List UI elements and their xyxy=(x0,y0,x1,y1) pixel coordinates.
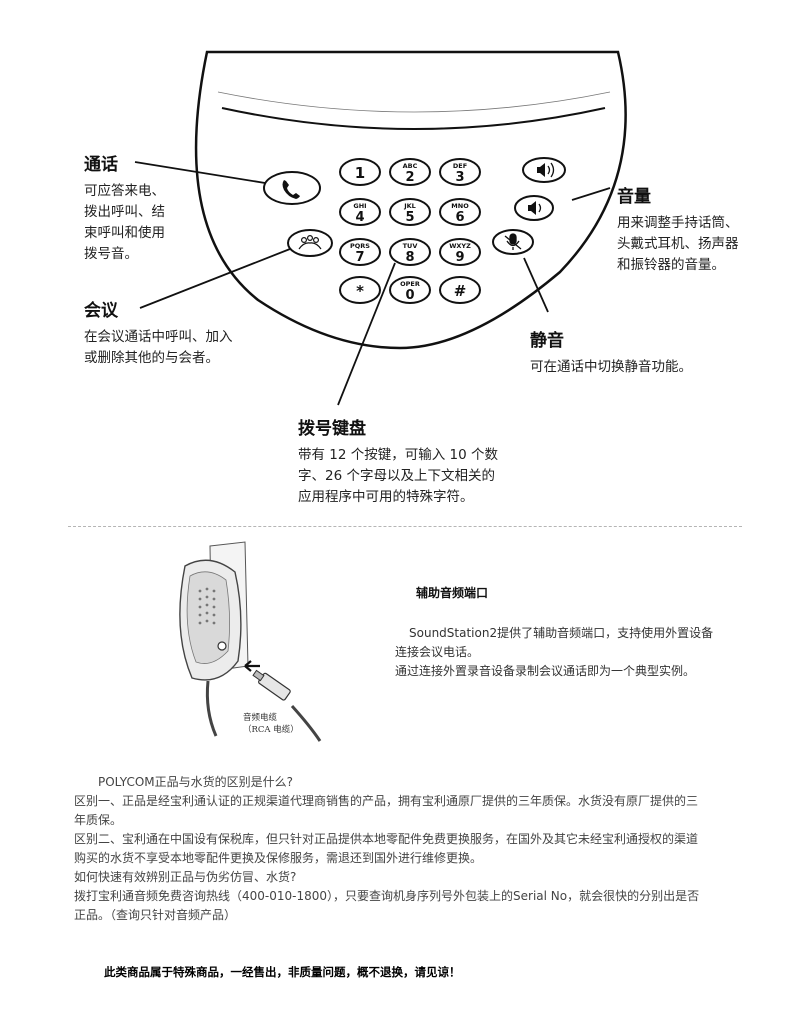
insert-arrow xyxy=(244,660,260,672)
keypad-key-digit: 6 xyxy=(455,210,464,225)
call-callout: 通话 可应答来电、 拨出呼叫、结 束呼叫和使用 拨号音。 xyxy=(84,150,165,265)
aux-port-line3: 通过连接外置录音设备录制会议通话即为一个典型实例。 xyxy=(395,664,696,678)
keypad-key-digit: 2 xyxy=(405,170,414,185)
volume-callout-title: 音量 xyxy=(617,187,651,207)
keypad-key-pound[interactable]: # xyxy=(439,276,481,304)
speaker-volume-down-icon xyxy=(528,201,542,215)
call-callout-title: 通话 xyxy=(84,155,118,175)
conference-callout: 会议 在会议通话中呼叫、加入 或删除其他的与会者。 xyxy=(84,296,233,369)
mute-button[interactable] xyxy=(492,229,534,255)
how-to-identify: 如何快速有效辨别正品与伪劣仿冒、水货? xyxy=(74,870,297,884)
keypad-key-digit: # xyxy=(454,282,467,300)
phone-handset-icon xyxy=(282,180,300,199)
call-callout-body: 可应答来电、 拨出呼叫、结 束呼叫和使用 拨号音。 xyxy=(84,183,165,262)
cable-label-line2: （RCA 电缆） xyxy=(243,725,299,735)
keypad-key-digit: 8 xyxy=(405,250,414,265)
keypad-callout-body: 带有 12 个按键，可输入 10 个数 字、26 个字母以及上下文相关的 应用程… xyxy=(298,447,499,505)
mute-callout: 静音 可在通话中切换静音功能。 xyxy=(530,326,692,378)
aux-port-line2: 连接会议电话。 xyxy=(395,645,480,659)
keypad-key-letters: PQRS xyxy=(350,242,370,250)
volume-callout: 音量 用来调整手持话筒、 头戴式耳机、扬声器 和振铃器的音量。 xyxy=(617,182,739,276)
keypad-key-digit: 3 xyxy=(455,170,464,185)
difference-two-line1: 区别二、宝利通在中国设有保税库，但只针对正品提供本地零配件免费更换服务，在国外及… xyxy=(74,832,699,846)
keypad-key-letters: OPER xyxy=(400,280,420,288)
hotline-line1: 拨打宝利通音频免费咨询热线（400-010-1800），只要查询机身序列号外包装… xyxy=(74,889,700,903)
hotline-line2: 正品。（查询只针对音频产品） xyxy=(74,908,237,922)
volume-callout-body: 用来调整手持话筒、 头戴式耳机、扬声器 和振铃器的音量。 xyxy=(617,215,739,273)
keypad-callout-title: 拨号键盘 xyxy=(298,419,366,439)
keypad-key-letters: WXYZ xyxy=(449,242,471,250)
keypad-key-letters: JKL xyxy=(403,202,416,210)
conference-people-icon xyxy=(298,235,322,250)
microphone-mute-icon xyxy=(504,233,522,250)
keypad-key-letters: MNO xyxy=(451,202,469,210)
authenticity-question: POLYCOM正品与水货的区别是什么? xyxy=(98,775,293,789)
keypad-key-letters: ABC xyxy=(403,162,418,170)
call-button[interactable] xyxy=(263,171,321,205)
conference-callout-body: 在会议通话中呼叫、加入 或删除其他的与会者。 xyxy=(84,329,233,366)
aux-port-line1: SoundStation2提供了辅助音频端口，支持使用外置设备 xyxy=(409,626,714,640)
conference-leader-line xyxy=(139,248,291,309)
mute-callout-body: 可在通话中切换静音功能。 xyxy=(530,359,692,375)
keypad-key-digit: 1 xyxy=(355,164,365,182)
difference-two-line2: 购买的水货不享受本地零配件更换及保修服务，需退还到国外进行维修更换。 xyxy=(74,851,483,865)
speaker-volume-up-icon xyxy=(537,162,555,178)
keypad-key-digit: 0 xyxy=(405,288,414,303)
volume-leader-line xyxy=(571,187,611,201)
mute-callout-title: 静音 xyxy=(530,331,564,351)
no-return-notice: 此类商品属于特殊商品，一经售出，非质量问题，概不退换，请见谅！ xyxy=(104,965,461,979)
keypad-key-letters: GHI xyxy=(353,202,366,210)
keypad-key-digit: 4 xyxy=(355,210,364,225)
aux-port-description: SoundStation2提供了辅助音频端口，支持使用外置设备 连接会议电话。 … xyxy=(395,624,755,681)
authenticity-section: POLYCOM正品与水货的区别是什么? 区别一、正品是经宝利通认证的正规渠道代理… xyxy=(74,773,754,925)
keypad-key-letters: DEF xyxy=(453,162,467,170)
keypad-key-1[interactable]: 1 xyxy=(339,158,381,186)
keypad-key-digit: 5 xyxy=(405,210,414,225)
keypad-key-star[interactable]: * xyxy=(339,276,381,304)
conference-callout-title: 会议 xyxy=(84,301,118,321)
keypad-key-digit: 9 xyxy=(455,250,464,265)
aux-port-jack xyxy=(217,641,227,651)
volume-down-button[interactable] xyxy=(514,195,554,221)
mute-leader-line xyxy=(523,257,549,313)
keypad-key-digit: 7 xyxy=(355,250,364,265)
keypad-leader-line xyxy=(337,262,396,406)
cable-label-line1: 音频电缆 xyxy=(243,713,278,723)
cable-label: 音频电缆 （RCA 电缆） xyxy=(243,712,299,736)
difference-one-line2: 年质保。 xyxy=(74,813,123,827)
phone-display-edge xyxy=(221,107,606,130)
aux-port-title: 辅助音频端口 xyxy=(416,586,489,600)
keypad-key-letters: TUV xyxy=(403,242,418,250)
conference-button[interactable] xyxy=(287,229,333,257)
section-divider xyxy=(68,526,742,527)
rca-plug xyxy=(252,669,291,701)
call-leader-line xyxy=(134,161,266,184)
keypad-callout: 拨号键盘 带有 12 个按键，可输入 10 个数 字、26 个字母以及上下文相关… xyxy=(298,414,498,508)
difference-one-line1: 区别一、正品是经宝利通认证的正规渠道代理商销售的产品，拥有宝利通原厂提供的三年质… xyxy=(74,794,699,808)
keypad-key-digit: * xyxy=(356,282,364,300)
volume-up-button[interactable] xyxy=(522,157,566,183)
aux-port-diagram xyxy=(179,541,322,742)
